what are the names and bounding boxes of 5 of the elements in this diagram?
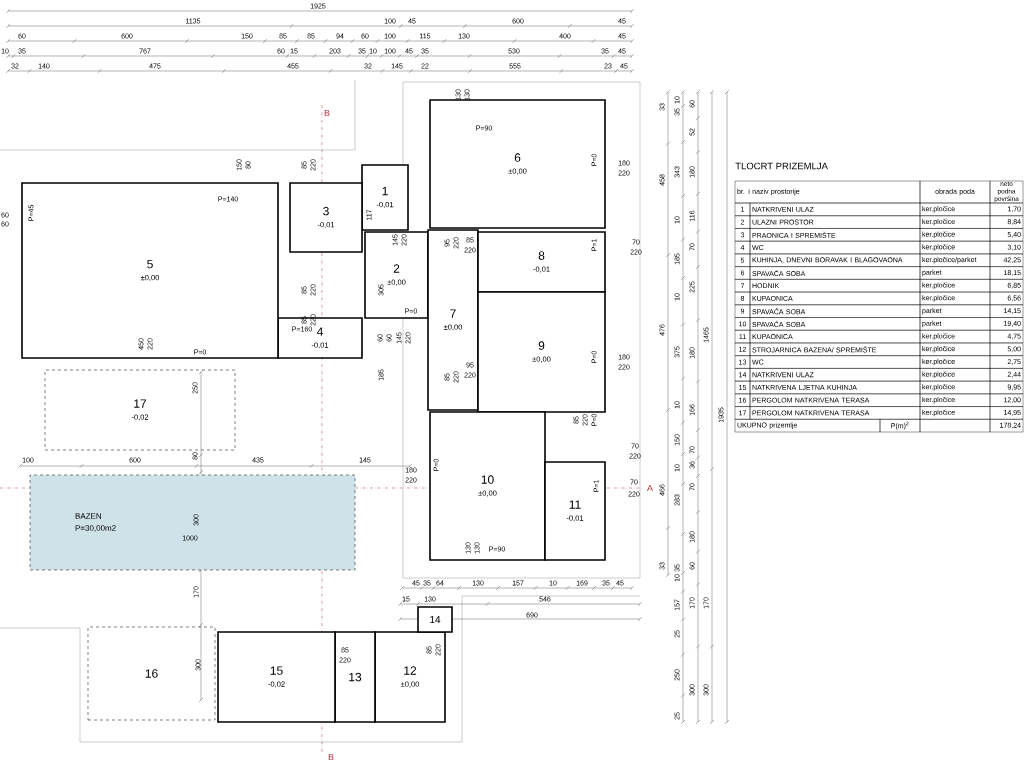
room: 14 (417, 606, 453, 633)
section-marker: A (647, 484, 653, 492)
table-title: TLOCRT PRIZEMLJA (735, 162, 828, 170)
section-marker: B (324, 109, 330, 117)
section-marker: B (328, 753, 334, 761)
